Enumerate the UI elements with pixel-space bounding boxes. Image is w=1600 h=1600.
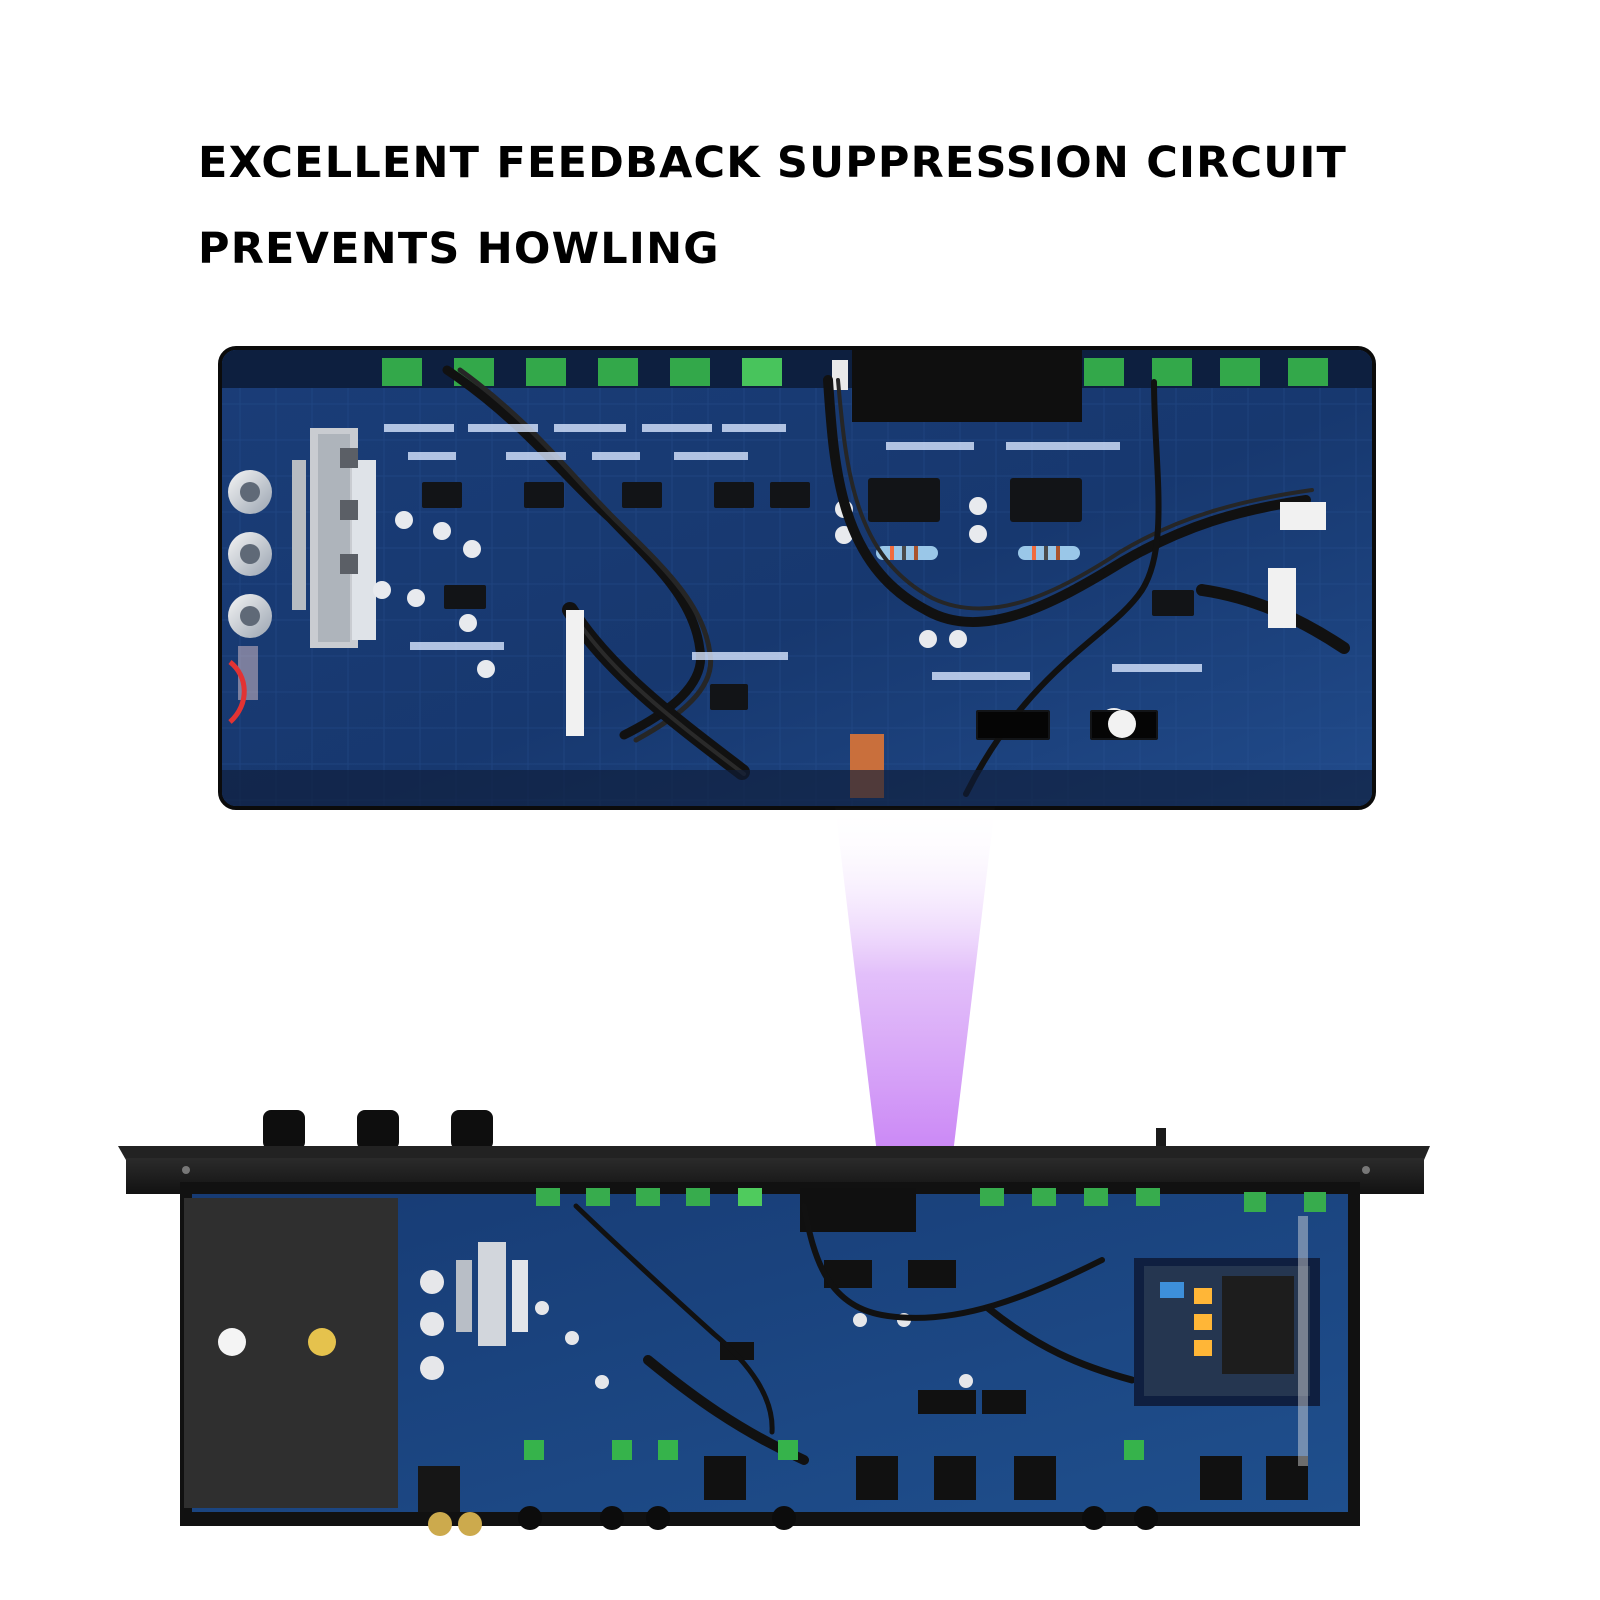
circuit-zoom-panel	[218, 346, 1376, 810]
heatsink-assembly	[292, 428, 376, 648]
top-green-connectors	[382, 358, 1328, 386]
device-capacitors	[420, 1270, 973, 1389]
electrolytic-capacitors	[228, 470, 1129, 738]
green-rca-jacks	[524, 1440, 1144, 1460]
circuit-board-closeup	[222, 350, 1372, 806]
white-connectors	[566, 502, 1326, 736]
headline: EXCELLENT FEEDBACK SUPPRESSION CIRCUIT P…	[198, 120, 1478, 292]
power-supply-cover	[184, 1198, 398, 1508]
headline-line-1: EXCELLENT FEEDBACK SUPPRESSION CIRCUIT	[198, 138, 1348, 188]
purple-light-beam	[835, 806, 995, 1286]
rear-jacks	[418, 1456, 1308, 1536]
dark-shield-block	[852, 350, 1082, 422]
device-heatsink	[456, 1242, 528, 1346]
silkscreen-labels	[384, 424, 1202, 680]
front-knobs	[263, 1110, 1166, 1150]
resistor-rows	[876, 546, 1080, 560]
rack-device-photo	[118, 1110, 1478, 1560]
device-top-connectors	[536, 1188, 1326, 1212]
headline-line-2: PREVENTS HOWLING	[198, 224, 720, 274]
pcb-trace-grid	[222, 350, 1372, 806]
device-chips	[720, 1260, 1026, 1414]
ribbon-cables	[442, 365, 1350, 797]
rack-device-illustration	[118, 1110, 1430, 1536]
highlight-beam	[835, 806, 995, 1286]
relays-and-switches	[228, 646, 1156, 798]
